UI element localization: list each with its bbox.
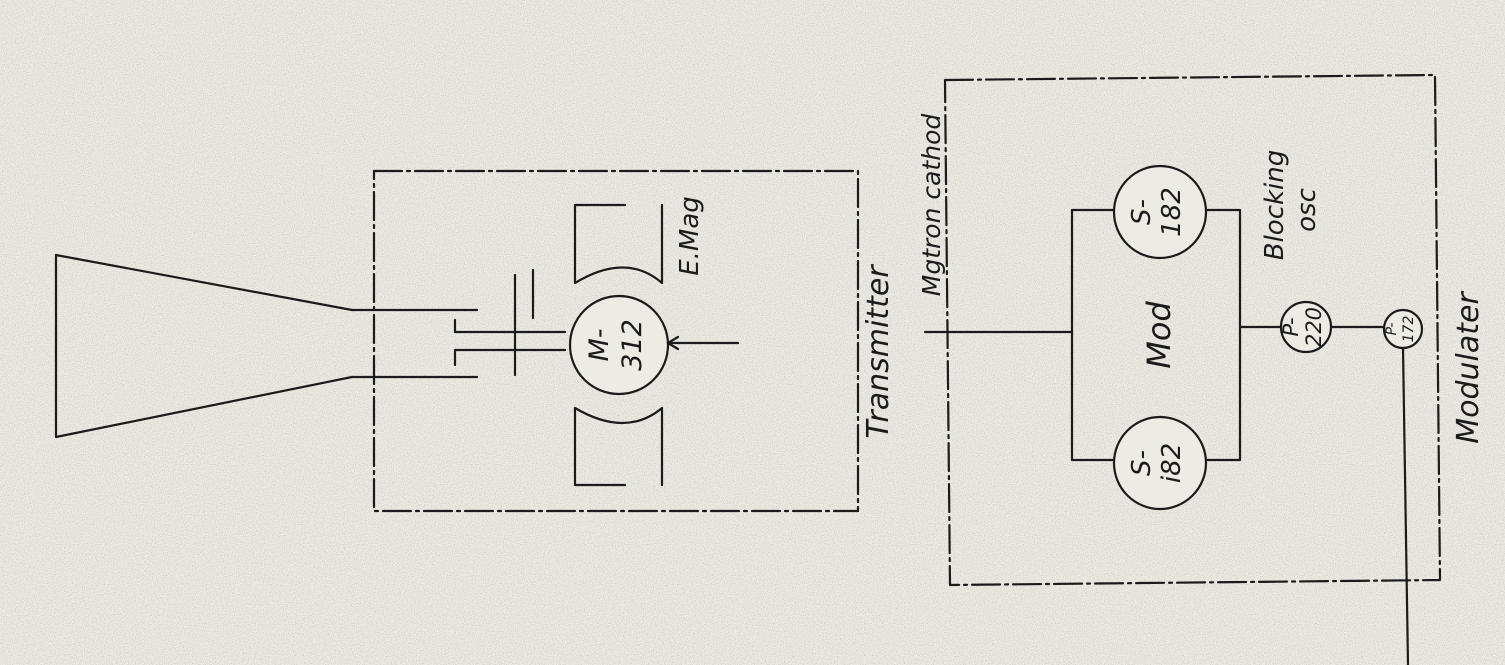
tube-s182-bottom	[1112, 415, 1208, 511]
transmitter-label: Transmitter	[861, 264, 896, 439]
magnet-label: E.Mag	[675, 196, 705, 276]
magnet-pole-bottom	[573, 406, 664, 487]
tube-s182-bottom-label-2: i82	[1157, 443, 1187, 483]
tube-s182-bottom-label-1: S-	[1127, 450, 1157, 476]
tube-p172-label-1: P-	[1384, 323, 1400, 336]
blocking-label-2: osc	[1292, 188, 1322, 232]
tube-s182-top	[1112, 164, 1208, 260]
modulator-loop	[1070, 208, 1242, 462]
trigger-input-line	[1401, 346, 1410, 665]
cathode-input-label: Mgtron cathod	[917, 114, 946, 297]
output-coupler	[453, 318, 567, 367]
magnetron-label-1: M-	[584, 328, 615, 361]
transmitter-box	[372, 169, 860, 513]
tube-p220-label-1: P-	[1279, 317, 1303, 336]
blocking-label-1: Blocking	[1260, 150, 1290, 261]
tube-p220-label-2: 220	[1302, 307, 1326, 347]
modulator-label: Modulater	[1451, 291, 1486, 444]
tube-s182-top-label-2: 182	[1157, 187, 1187, 237]
mod-label: Mod	[1140, 301, 1178, 369]
tube-p172-label-2: 172	[1401, 316, 1417, 343]
tube-s182-top-label-1: S-	[1127, 199, 1157, 225]
magnetron-tube	[568, 294, 670, 396]
magnetron-input-arrow	[666, 335, 680, 351]
horn-antenna	[54, 253, 354, 439]
magnetron-label-2: 312	[617, 319, 648, 371]
magnet-pole-top	[573, 203, 664, 285]
modulator-box	[943, 73, 1442, 587]
